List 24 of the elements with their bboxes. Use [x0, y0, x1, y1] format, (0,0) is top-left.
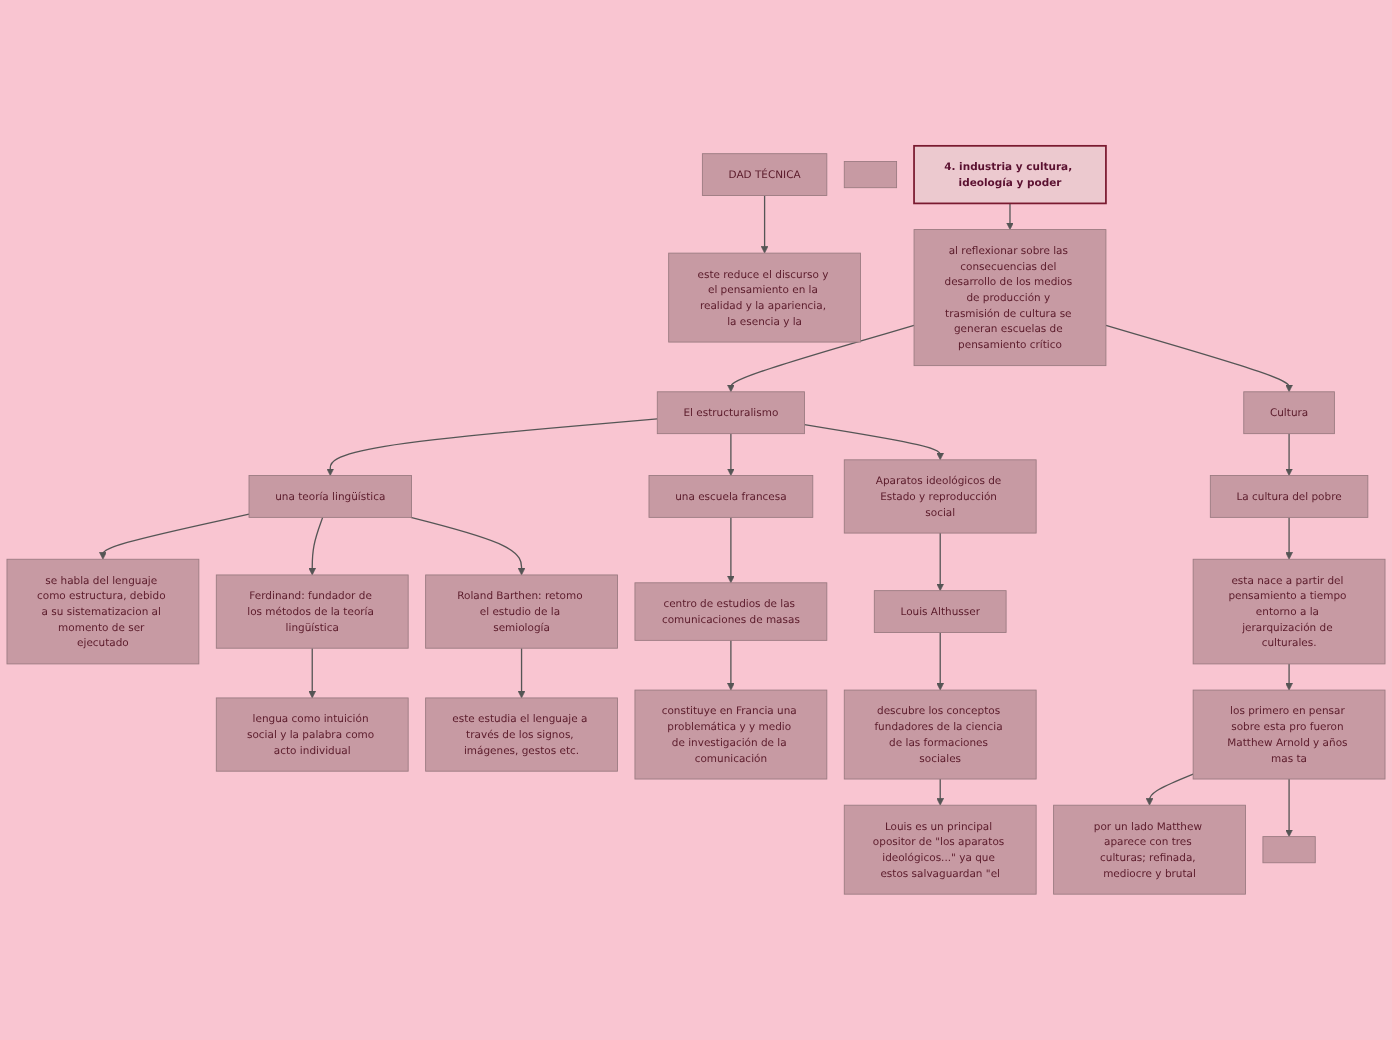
arrow	[1145, 773, 1194, 806]
arrow	[99, 513, 250, 560]
arrow	[727, 639, 735, 691]
arrow	[1006, 202, 1014, 230]
arrow	[1285, 778, 1293, 837]
arrow	[936, 778, 945, 806]
arrow	[936, 631, 945, 691]
arrow	[803, 424, 945, 461]
arrow	[517, 647, 526, 699]
arrow	[727, 433, 735, 476]
arrow	[1285, 663, 1293, 691]
arrow	[326, 418, 658, 476]
arrow	[1285, 433, 1293, 476]
node-box	[843, 161, 898, 189]
arrow	[410, 516, 526, 576]
arrow	[936, 532, 945, 591]
node-box	[1262, 836, 1316, 864]
arrow	[1105, 324, 1293, 393]
arrow	[308, 647, 317, 699]
arrow	[1285, 516, 1293, 560]
arrow	[727, 516, 735, 584]
arrow	[308, 516, 324, 576]
arrow	[760, 194, 769, 254]
arrow	[727, 324, 915, 393]
